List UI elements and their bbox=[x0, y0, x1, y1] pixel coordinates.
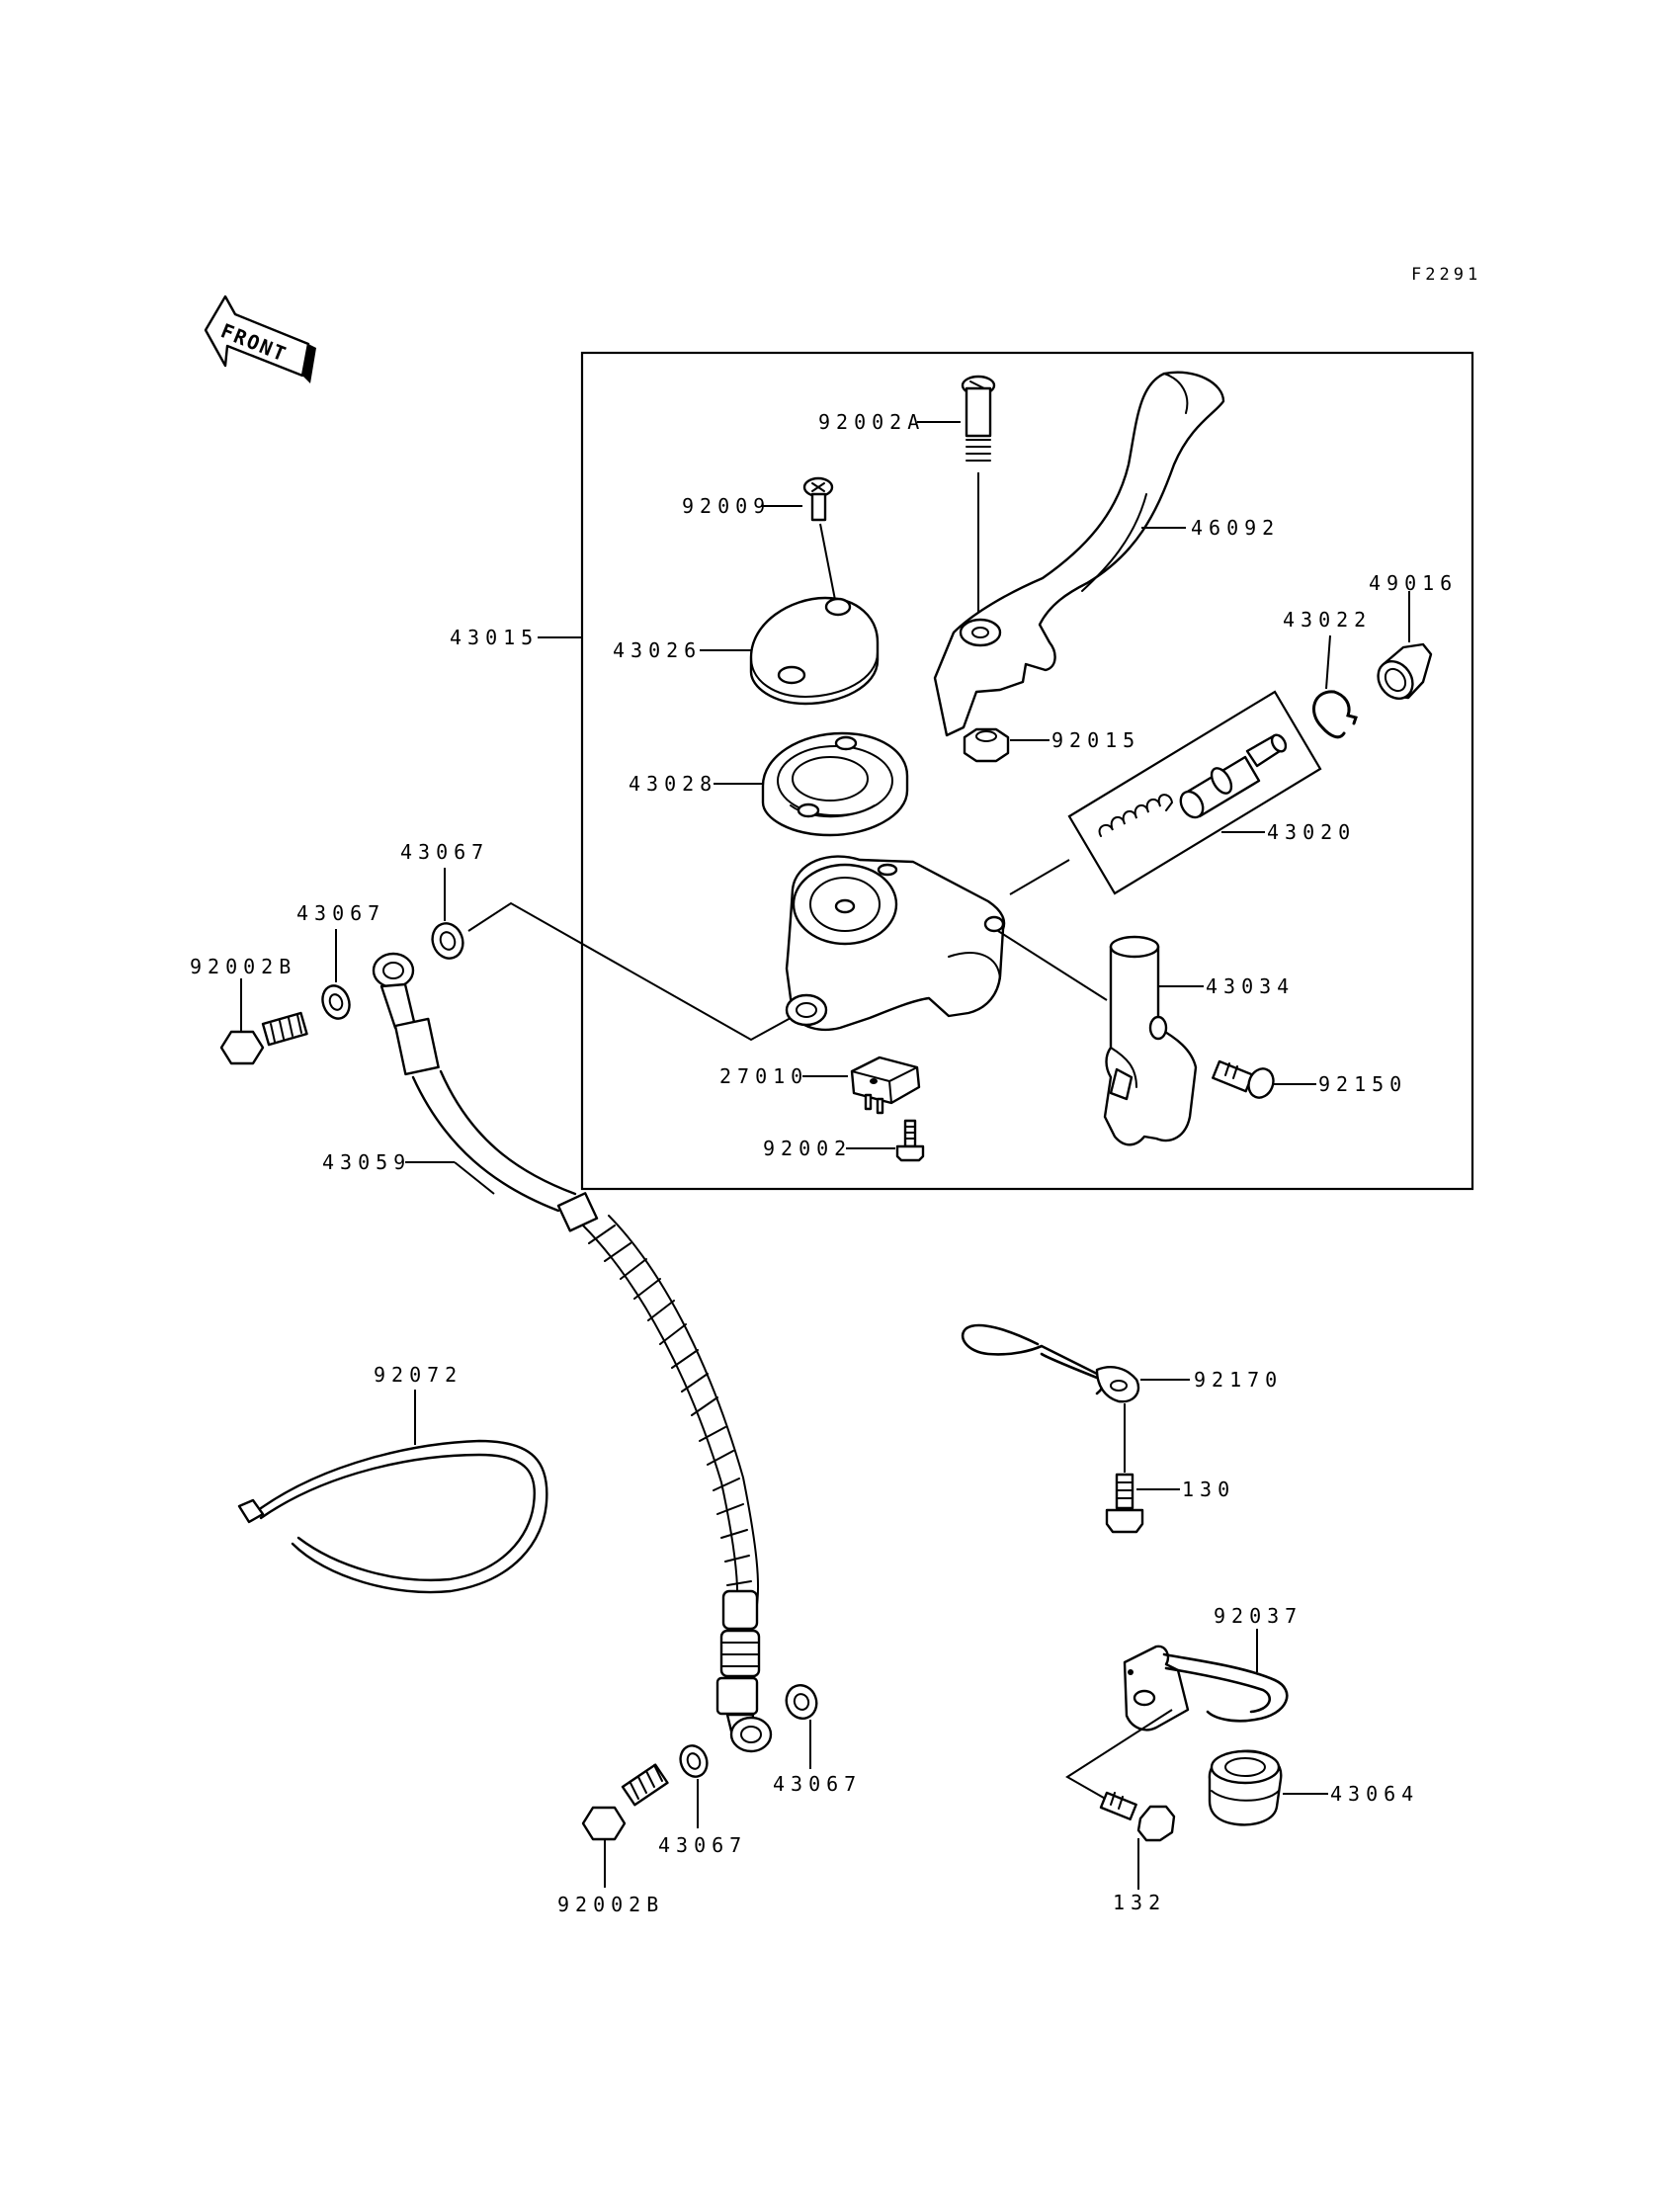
label-92009: 92009 bbox=[682, 494, 771, 518]
part-43067-washer-left bbox=[321, 984, 351, 1020]
part-43067-washer-lower-left bbox=[679, 1744, 709, 1778]
label-92002: 92002 bbox=[763, 1137, 852, 1160]
part-92002A-pivot-bolt bbox=[961, 375, 996, 625]
label-92150: 92150 bbox=[1318, 1072, 1407, 1096]
front-arrow-icon: FRONT bbox=[204, 295, 316, 383]
part-master-cylinder-body bbox=[785, 855, 1006, 1032]
label-92002B-top: 92002B bbox=[190, 955, 296, 978]
part-130-bolt bbox=[1105, 1473, 1144, 1534]
part-43034-holder bbox=[1103, 935, 1198, 1146]
figure-code: F2291 bbox=[1411, 265, 1481, 285]
label-43015: 43015 bbox=[450, 626, 539, 649]
label-130: 130 bbox=[1182, 1478, 1235, 1501]
part-43022-circlip bbox=[1312, 690, 1358, 739]
label-43067-d: 43067 bbox=[658, 1833, 747, 1857]
part-43020-piston-kit bbox=[1098, 733, 1288, 837]
part-43026-reservoir-cap bbox=[749, 596, 880, 706]
label-49016: 49016 bbox=[1369, 571, 1458, 595]
label-43020: 43020 bbox=[1267, 820, 1356, 844]
part-132-bolt bbox=[1099, 1791, 1176, 1842]
label-43028: 43028 bbox=[629, 772, 717, 796]
part-27010-brake-switch bbox=[850, 1056, 921, 1115]
part-43028-diaphragm bbox=[761, 731, 909, 837]
label-43067-a: 43067 bbox=[400, 840, 489, 864]
part-43067-washer-lower-right bbox=[785, 1684, 818, 1720]
part-92015-nut bbox=[963, 727, 1010, 763]
master-cylinder-assembly-box bbox=[580, 351, 1474, 1191]
part-43064-grommet bbox=[1208, 1749, 1283, 1826]
part-92170-clamp bbox=[961, 1323, 1140, 1403]
part-92037-clamp bbox=[1123, 1645, 1289, 1732]
label-27010: 27010 bbox=[719, 1064, 808, 1088]
label-92015: 92015 bbox=[1051, 728, 1140, 752]
label-46092: 46092 bbox=[1191, 516, 1280, 540]
part-92009-screw bbox=[802, 476, 837, 606]
label-92002A: 92002A bbox=[818, 410, 925, 434]
label-92170: 92170 bbox=[1194, 1368, 1283, 1392]
label-92072: 92072 bbox=[374, 1363, 462, 1387]
label-43034: 43034 bbox=[1206, 974, 1295, 998]
part-43059-brake-hose bbox=[372, 952, 773, 1753]
label-92037: 92037 bbox=[1214, 1604, 1302, 1628]
part-92002B-banjo-bolt-top bbox=[219, 1011, 308, 1065]
label-43026: 43026 bbox=[613, 638, 702, 662]
part-92150-bolt bbox=[1212, 1059, 1275, 1099]
part-92072-cable-tie bbox=[237, 1439, 548, 1594]
label-132: 132 bbox=[1113, 1891, 1166, 1914]
label-43067-b: 43067 bbox=[296, 901, 385, 925]
part-49016-boot bbox=[1377, 642, 1433, 700]
part-46092-brake-lever bbox=[933, 371, 1225, 737]
label-43064: 43064 bbox=[1330, 1782, 1419, 1806]
label-92002B-bottom: 92002B bbox=[557, 1893, 664, 1916]
part-92002-screw bbox=[895, 1119, 925, 1162]
label-43059: 43059 bbox=[322, 1150, 411, 1174]
part-43067-washer-upper bbox=[431, 922, 464, 960]
part-92002B-banjo-bolt-bottom bbox=[581, 1763, 669, 1841]
piston-kit-box bbox=[1067, 690, 1322, 895]
label-43022: 43022 bbox=[1283, 608, 1372, 632]
label-43067-c: 43067 bbox=[773, 1772, 862, 1796]
